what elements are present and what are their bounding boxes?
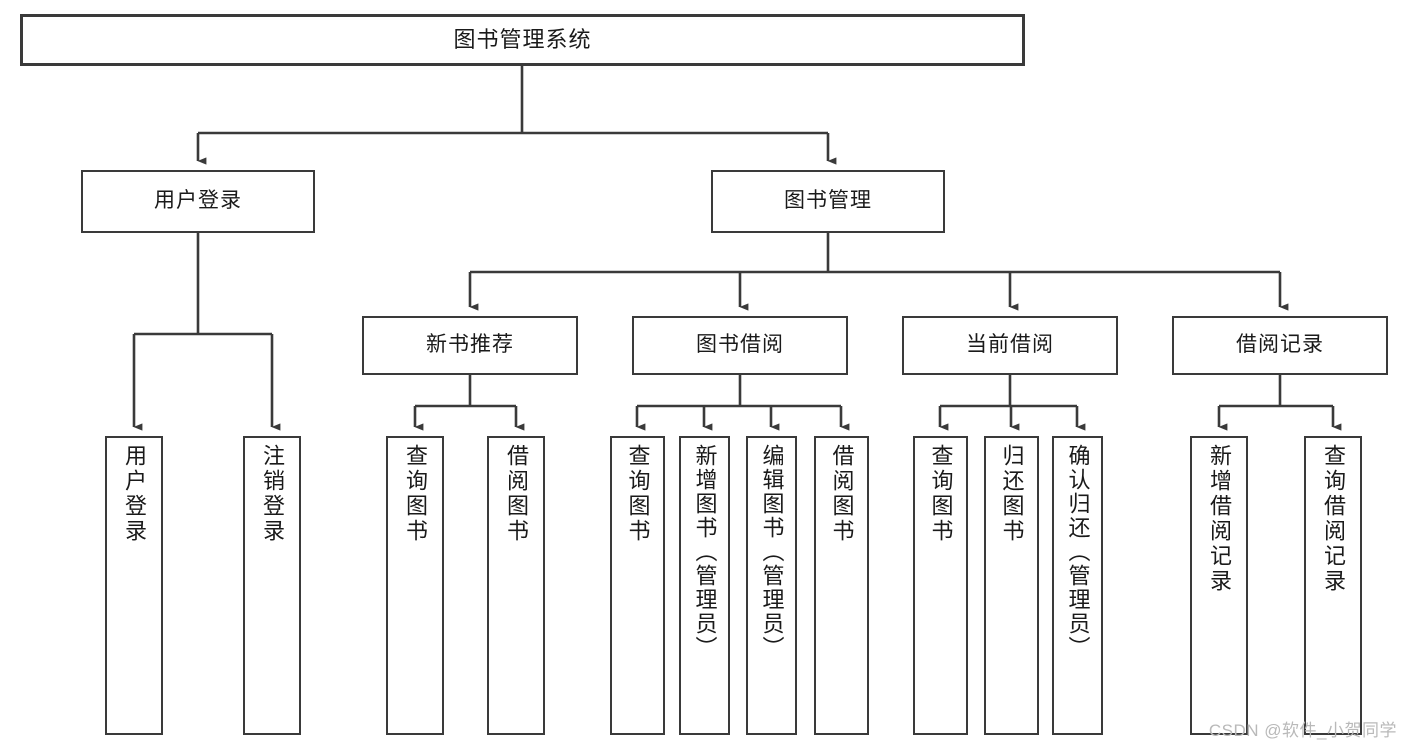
node-n15[interactable]: 查询图书 <box>913 436 968 735</box>
node-label: 查询图书 <box>625 444 651 544</box>
node-label: 当前借阅 <box>966 333 1054 357</box>
edge-paths <box>132 66 1342 431</box>
node-label: 图书管理 <box>784 189 872 213</box>
node-label: 借阅图书 <box>829 444 855 544</box>
node-n7[interactable]: 用户登录 <box>105 436 163 735</box>
node-label: 查询图书 <box>403 444 428 544</box>
node-n5[interactable]: 当前借阅 <box>902 316 1118 375</box>
node-n1[interactable]: 用户登录 <box>81 170 315 233</box>
node-label: 编辑图书（管理员） <box>759 444 785 660</box>
node-n16[interactable]: 归还图书 <box>984 436 1039 735</box>
node-n11[interactable]: 查询图书 <box>610 436 665 735</box>
node-label: 用户登录 <box>122 444 147 544</box>
node-n8[interactable]: 注销登录 <box>243 436 301 735</box>
node-label: 查询借阅记录 <box>1321 444 1346 594</box>
watermark-text: CSDN @软件_小贺同学 <box>1208 721 1397 740</box>
node-n19[interactable]: 查询借阅记录 <box>1304 436 1362 735</box>
node-label: 新书推荐 <box>426 333 514 357</box>
node-label: 确认归还（管理员） <box>1065 444 1091 660</box>
node-n4[interactable]: 图书借阅 <box>632 316 848 375</box>
node-n9[interactable]: 查询图书 <box>386 436 444 735</box>
node-label: 图书管理系统 <box>453 27 592 53</box>
node-n10[interactable]: 借阅图书 <box>487 436 545 735</box>
node-label: 查询图书 <box>928 444 954 544</box>
node-n17[interactable]: 确认归还（管理员） <box>1052 436 1103 735</box>
node-n2[interactable]: 图书管理 <box>711 170 945 233</box>
node-label: 借阅图书 <box>504 444 529 544</box>
node-label: 借阅记录 <box>1236 333 1324 357</box>
node-label: 新增图书（管理员） <box>692 444 718 660</box>
node-n0[interactable]: 图书管理系统 <box>20 14 1025 66</box>
node-label: 图书借阅 <box>696 333 784 357</box>
node-n13[interactable]: 编辑图书（管理员） <box>746 436 797 735</box>
node-n3[interactable]: 新书推荐 <box>362 316 578 375</box>
node-label: 新增借阅记录 <box>1207 444 1232 594</box>
node-label: 用户登录 <box>154 189 242 213</box>
node-n18[interactable]: 新增借阅记录 <box>1190 436 1248 735</box>
node-n6[interactable]: 借阅记录 <box>1172 316 1388 375</box>
node-label: 归还图书 <box>999 444 1025 544</box>
node-n14[interactable]: 借阅图书 <box>814 436 869 735</box>
node-n12[interactable]: 新增图书（管理员） <box>679 436 730 735</box>
node-label: 注销登录 <box>260 444 285 544</box>
